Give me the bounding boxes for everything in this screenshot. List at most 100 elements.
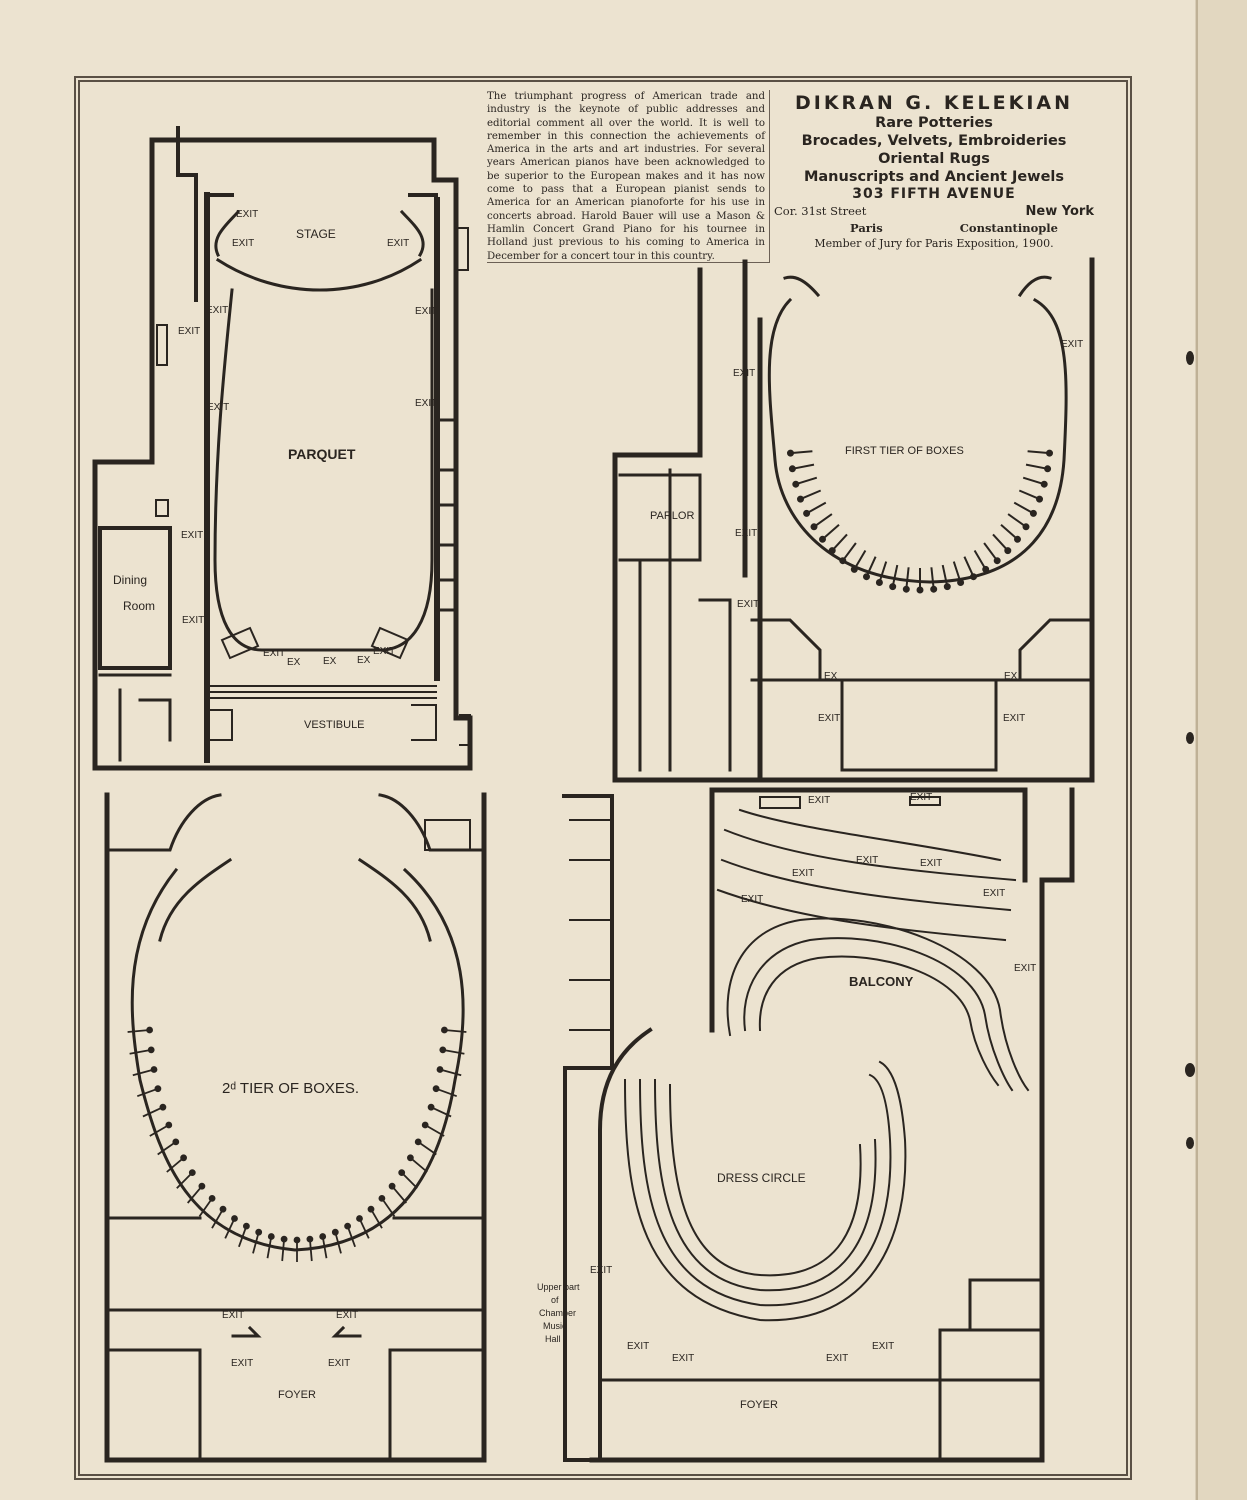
second-tier-plan <box>104 792 487 1463</box>
exit-label: EXIT <box>1061 339 1083 350</box>
exit-label: EXIT <box>178 326 200 337</box>
foyer-label: FOYER <box>740 1399 778 1411</box>
box-seat-mark <box>916 586 924 594</box>
box-partition <box>321 1236 328 1259</box>
exit-label: EXIT <box>627 1341 649 1352</box>
box-partition <box>409 1157 428 1173</box>
box-partition <box>439 1068 462 1077</box>
box-seat-mark <box>255 1228 263 1236</box>
box-partition <box>983 542 999 562</box>
exit-label: EXIT <box>1003 713 1025 724</box>
exit-label: EXIT <box>735 528 757 539</box>
exit-label: EXIT <box>236 209 258 220</box>
box-seat-mark <box>902 585 910 593</box>
box-seat-mark <box>850 565 858 573</box>
balcony-plan <box>562 787 1075 1463</box>
ex-label: EX <box>1004 671 1018 682</box>
box-partition <box>1027 450 1050 455</box>
box-partition <box>381 1197 396 1217</box>
ad-city-paris: Paris <box>850 221 883 235</box>
box-partition <box>1013 501 1034 515</box>
box-partition <box>800 489 822 501</box>
box-partition <box>198 1197 213 1217</box>
parquet-labels: STAGE PARQUET VESTIBULE Dining Room EXIT… <box>113 209 437 731</box>
box-seat-mark <box>293 1236 301 1244</box>
box-partition <box>435 1087 458 1098</box>
box-seat-mark <box>432 1085 440 1093</box>
box-partition <box>891 564 899 587</box>
box-seat-mark <box>439 1046 447 1054</box>
box-partition <box>1022 476 1045 486</box>
exit-label: EXIT <box>222 1310 244 1321</box>
box-seat-mark <box>319 1233 327 1240</box>
exit-label: EXIT <box>910 792 932 803</box>
box-seat-mark <box>803 509 811 517</box>
box-seat-mark <box>787 449 794 457</box>
exit-label: EXIT <box>590 1265 612 1276</box>
ad-city: New York <box>1025 204 1094 219</box>
box-seat-mark <box>146 1026 154 1034</box>
box-seat-mark <box>792 480 800 488</box>
parlor-label: PARLOR <box>650 510 694 522</box>
chamber-label-1: Upper part <box>537 1282 580 1292</box>
first-tier-title: FIRST TIER OF BOXES <box>845 445 964 457</box>
box-seat-mark <box>828 547 836 555</box>
box-seat-mark <box>406 1154 414 1162</box>
exit-label: EXIT <box>983 888 1005 899</box>
box-partition <box>992 533 1009 552</box>
box-partition <box>963 556 975 578</box>
chamber-label-5: Hall <box>545 1334 561 1344</box>
exit-label: EXIT <box>856 855 878 866</box>
box-partition <box>149 1124 170 1137</box>
box-partition <box>792 463 815 470</box>
box-partition <box>142 1106 164 1118</box>
dining-label-2: Room <box>123 599 155 613</box>
second-tier-labels: 2ᵈ TIER OF BOXES. FOYER EXIT EXIT EXIT E… <box>222 1080 359 1401</box>
box-partition <box>1025 463 1048 470</box>
box-partition <box>930 567 935 590</box>
second-tier-title: 2ᵈ TIER OF BOXES. <box>222 1080 359 1097</box>
box-seat-mark <box>1036 495 1043 503</box>
box-partition <box>129 1049 152 1055</box>
box-partition <box>1018 489 1040 501</box>
box-partition <box>941 564 949 587</box>
exit-label: EXIT <box>207 402 229 413</box>
exit-label: EXIT <box>387 238 409 249</box>
box-partition <box>853 549 867 570</box>
stage-label: STAGE <box>296 227 336 241</box>
box-seat-mark <box>388 1182 396 1190</box>
dining-label-1: Dining <box>113 573 147 587</box>
exit-label: EXIT <box>920 858 942 869</box>
box-seat-mark <box>982 565 990 573</box>
box-partition <box>1000 523 1019 541</box>
box-partition <box>417 1141 437 1156</box>
box-partition <box>790 450 813 455</box>
box-seat-mark <box>1046 449 1053 457</box>
box-seat-mark <box>231 1215 238 1222</box>
ad-city-constantinople: Constantinople <box>959 221 1058 235</box>
box-seat-mark <box>957 579 965 586</box>
box-partition <box>391 1185 407 1204</box>
box-partition <box>806 501 827 515</box>
exit-label: EXIT <box>373 646 395 657</box>
page-border <box>74 76 1132 1480</box>
exit-label: EXIT <box>1014 963 1036 974</box>
exit-label: EXIT <box>231 1358 253 1369</box>
box-partition <box>166 1157 185 1173</box>
box-seat-mark <box>219 1205 227 1213</box>
box-partition <box>157 1141 177 1156</box>
box-partition <box>1007 513 1027 528</box>
exit-label: EXIT <box>328 1358 350 1369</box>
ad-address: 303 FIFTH AVENUE <box>852 186 1016 202</box>
ad-line-rugs: Oriental Rugs <box>878 151 990 167</box>
box-seat-mark <box>863 573 870 581</box>
box-partition <box>444 1029 467 1033</box>
exit-label: EXIT <box>672 1353 694 1364</box>
box-seat-mark <box>280 1235 288 1243</box>
box-partition <box>211 1208 224 1229</box>
box-partition <box>831 533 848 552</box>
box-partition <box>430 1106 452 1118</box>
first-tier-labels: FIRST TIER OF BOXES PARLOR EXIT EXIT EXI… <box>650 339 1083 724</box>
ex-label: EX <box>357 655 371 666</box>
box-seat-mark <box>172 1138 180 1146</box>
